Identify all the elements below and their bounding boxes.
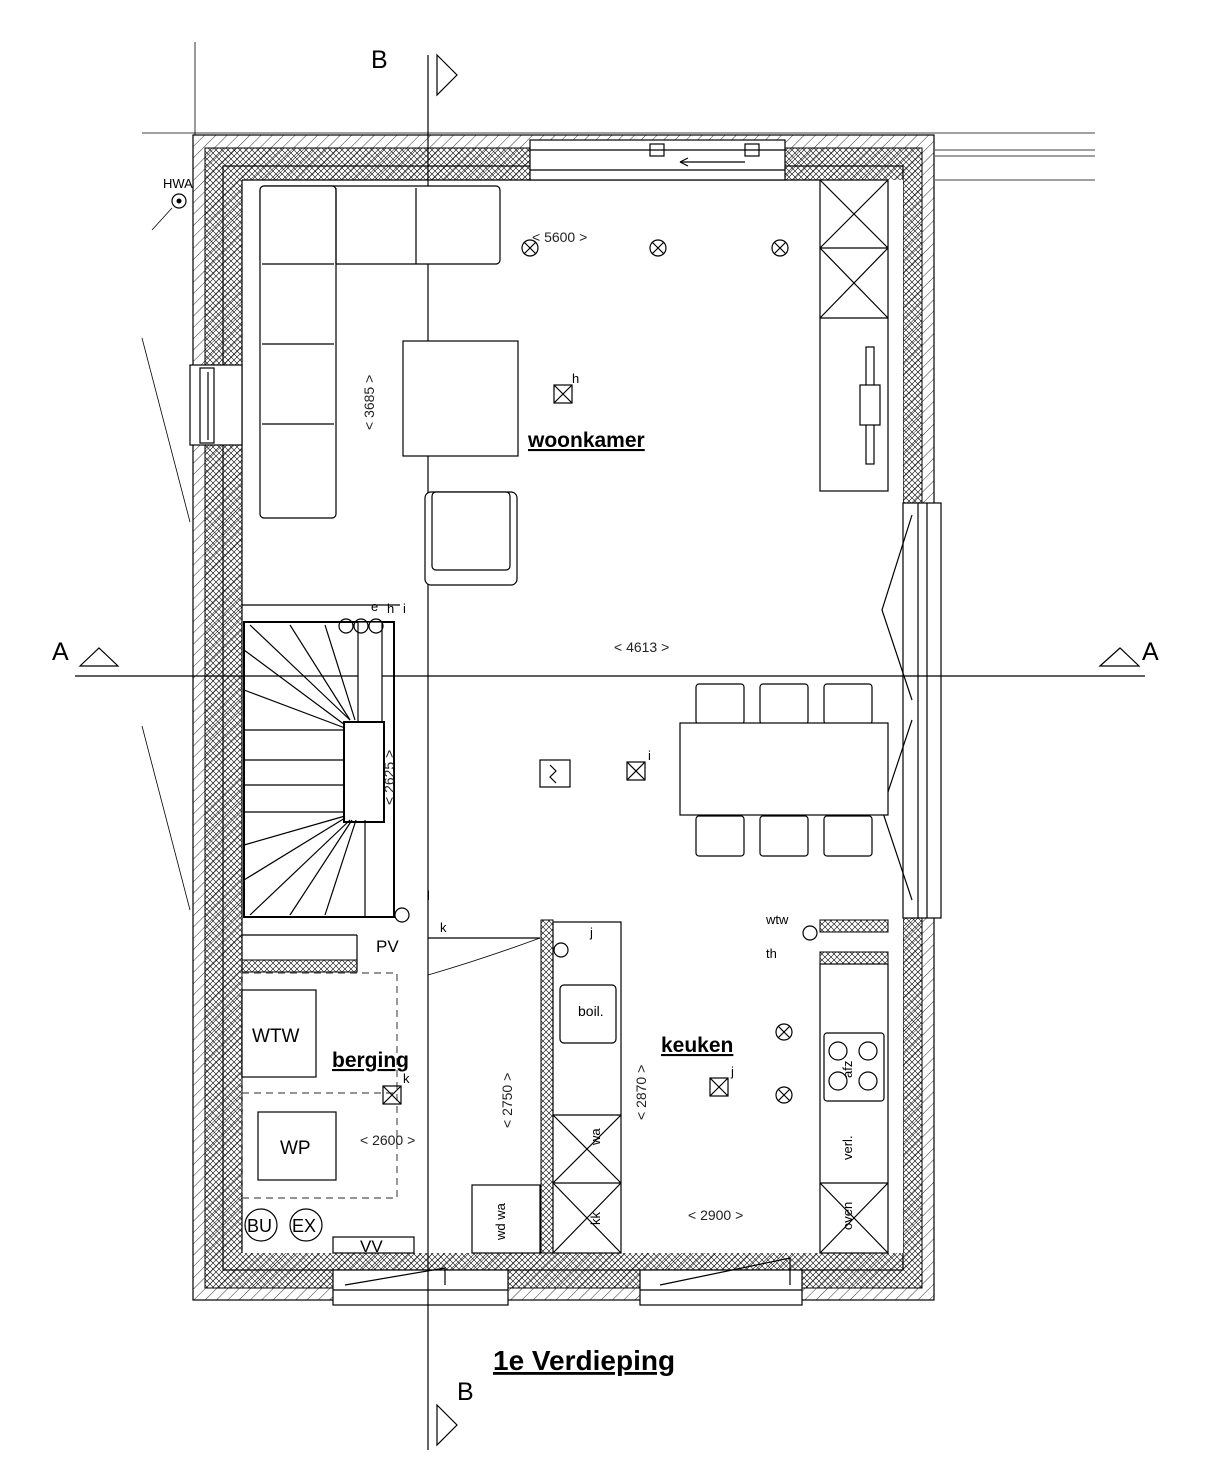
switch-i-ceiling: i (648, 748, 651, 763)
armchair (424, 491, 518, 586)
switch-j-ceiling: j (730, 1064, 734, 1079)
kitchen-cabinets-living (819, 179, 889, 492)
switch-k-door: k (440, 920, 447, 935)
label-oven: oven (840, 1202, 855, 1230)
context-lines (141, 42, 1095, 911)
room-keuken: keuken (661, 1034, 733, 1057)
windows (189, 139, 942, 1306)
switch-k-ceiling: k (403, 1071, 410, 1086)
dim-4613: < 4613 > (614, 639, 669, 655)
section-a-left: A (52, 638, 69, 666)
label-bu: BU (247, 1216, 272, 1236)
dim-2625: < 2625 > (381, 750, 397, 805)
coffee-table (402, 340, 519, 457)
section-lines (75, 53, 1145, 1450)
kitchen-counter-right (819, 963, 889, 1254)
sofa (259, 185, 501, 519)
berging-door (427, 937, 541, 976)
switch-l: l (427, 888, 430, 903)
section-b-top: B (371, 46, 388, 74)
dim-2750: < 2750 > (499, 1073, 515, 1128)
label-wd-wa: wd wa (493, 1202, 508, 1241)
section-b-bottom: B (457, 1378, 474, 1406)
berging-zones (241, 972, 415, 1254)
label-wp: WP (280, 1138, 311, 1159)
label-wa: wa (588, 1128, 603, 1146)
label-wtw-small: wtw (765, 912, 789, 927)
dim-2600: < 2600 > (360, 1132, 415, 1148)
switch-i-stair: i (403, 601, 406, 616)
page-title: 1e Verdieping (493, 1345, 675, 1376)
staircase (242, 604, 400, 918)
room-woonkamer: woonkamer (527, 429, 645, 452)
switches (151, 193, 818, 958)
label-vv: VV (360, 1237, 383, 1256)
dim-3685: < 3685 > (361, 375, 377, 430)
dim-2900: < 2900 > (688, 1207, 743, 1223)
switch-j: j (589, 925, 593, 940)
switch-e: e (371, 599, 378, 614)
room-berging: berging (332, 1049, 409, 1072)
label-boil: boil. (578, 1003, 604, 1019)
label-ex: EX (292, 1216, 316, 1236)
dim-2870: < 2870 > (633, 1065, 649, 1120)
kitchen-counter-left (471, 921, 622, 1254)
dining-table (679, 683, 889, 857)
label-kk: kk (588, 1212, 603, 1226)
ceiling-lights (382, 239, 793, 1105)
label-wtw-unit: WTW (252, 1026, 300, 1047)
interior-walls (241, 919, 889, 1254)
label-verl: verl. (840, 1135, 855, 1160)
label-afz: afz (840, 1061, 855, 1078)
labels: B B A A woonkamer keuken berging < 5600 … (52, 46, 1159, 1406)
switch-h-ceiling: h (572, 371, 579, 386)
dim-5600: < 5600 > (532, 229, 587, 245)
section-a-right: A (1142, 638, 1159, 666)
switch-h-stair: h (387, 601, 394, 616)
label-pv: PV (376, 937, 399, 956)
label-th: th (766, 946, 777, 961)
label-hwa: HWA (163, 176, 193, 191)
